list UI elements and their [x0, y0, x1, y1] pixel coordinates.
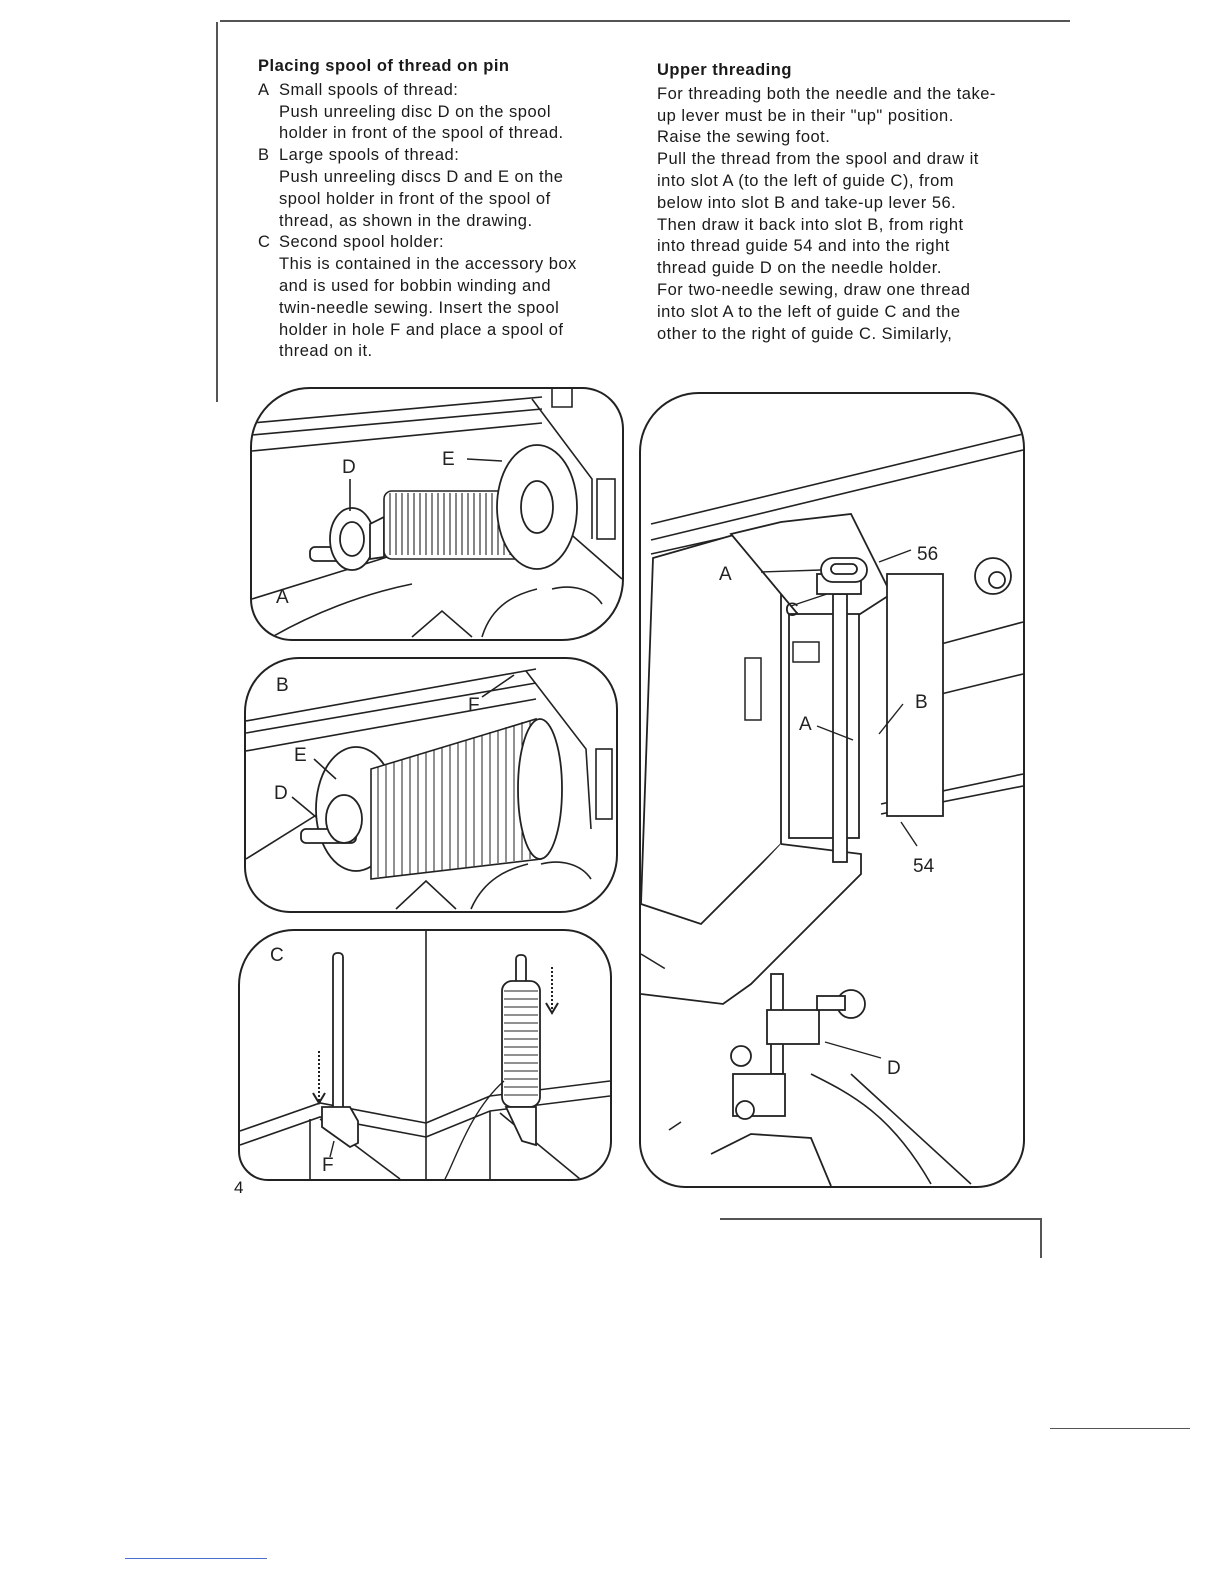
item-title: Large spools of thread:: [279, 146, 460, 165]
figure-b-large-spool: B F E D: [244, 657, 618, 913]
scan-edge-top: [220, 20, 1070, 22]
item-label: C: [258, 233, 271, 252]
para-line: below into slot B and take-up lever 56.: [657, 193, 957, 212]
item-line: This is contained in the accessory box: [279, 255, 577, 274]
spool-on-holder-icon: [501, 954, 541, 1147]
figure-c-drawing: C F: [240, 931, 610, 1179]
figure-a-drawing: D E A: [252, 389, 622, 638]
panel-letter: C: [270, 945, 284, 966]
stitch-length-window-icon: [792, 641, 820, 663]
place-arrow-icon: [545, 967, 559, 1015]
label-56: 56: [917, 544, 938, 565]
panel-letter: A: [276, 587, 289, 608]
label-c: C: [785, 600, 799, 621]
label-f: F: [322, 1155, 334, 1176]
label-e: E: [294, 745, 307, 766]
para-line: thread guide D on the needle holder.: [657, 259, 942, 278]
insert-arrow-icon: [312, 1051, 326, 1105]
label-b: B: [915, 692, 928, 713]
item-line: spool holder in front of the spool of: [279, 189, 551, 208]
label-54: 54: [913, 856, 935, 877]
scan-edge-right: [1040, 1218, 1042, 1258]
item-line: Push unreeling discs D and E on the: [279, 167, 564, 186]
stitch-dial-icon: [744, 657, 762, 721]
item-line: Push unreeling disc D on the spool: [279, 102, 551, 121]
label-a-top: A: [719, 564, 732, 585]
label-e: E: [442, 449, 455, 470]
scan-edge-bottom: [720, 1218, 1040, 1220]
spool-holder-f-icon: [321, 952, 359, 1149]
needle-clamp-icon: [710, 973, 866, 1186]
right-heading: Upper threading: [657, 61, 792, 79]
item-label: A: [258, 80, 270, 99]
para-line: up lever must be in their "up" position.: [657, 106, 954, 125]
take-up-lever-56-icon: [820, 557, 1012, 595]
item-line: thread, as shown in the drawing.: [279, 211, 533, 230]
label-a-mid: A: [799, 714, 812, 735]
label-d: D: [342, 457, 356, 478]
figure-c-second-spool-holder: C F: [238, 929, 612, 1181]
unreeling-disc-e-icon: [496, 444, 578, 570]
threading-drawing: A C 56 A B 54 D: [641, 433, 1023, 1186]
item-line: and is used for bobbin winding and: [279, 276, 552, 295]
para-line: other to the right of guide C. Similarly…: [657, 324, 953, 343]
label-d: D: [274, 783, 288, 804]
scan-edge-left: [216, 22, 218, 402]
spool-pin-icon: [309, 507, 385, 571]
figure-b-drawing: B F E D: [246, 668, 613, 910]
para-line: into slot A (to the left of guide C), fr…: [657, 171, 955, 190]
label-f: F: [468, 695, 480, 716]
item-line: holder in hole F and place a spool of: [279, 320, 564, 339]
item-title: Second spool holder:: [279, 233, 445, 252]
label-d: D: [887, 1058, 901, 1079]
left-heading: Placing spool of thread on pin: [258, 57, 510, 75]
panel-letter: B: [276, 675, 289, 696]
item-b: B Large spools of thread: Push unreeling …: [258, 145, 618, 232]
item-c: C Second spool holder: This is contained …: [258, 232, 618, 363]
item-line: twin-needle sewing. Insert the spool: [279, 298, 560, 317]
page-number: 4: [234, 1178, 244, 1197]
para-line: For two-needle sewing, draw one thread: [657, 280, 971, 299]
para-line: into slot A to the left of guide C and t…: [657, 302, 961, 321]
scan-edge-footer: [125, 1558, 267, 1559]
para-line: Raise the sewing foot.: [657, 128, 831, 147]
item-line: thread on it.: [279, 342, 373, 361]
item-label: B: [258, 146, 270, 165]
para-line: For threading both the needle and the ta…: [657, 84, 996, 103]
item-title: Small spools of thread:: [279, 80, 459, 99]
scan-edge-right-lower: [1050, 1428, 1190, 1429]
machine-head-icon: [641, 513, 944, 1005]
para-line: Pull the thread from the spool and draw …: [657, 150, 979, 169]
large-thread-windings-icon: [370, 717, 542, 880]
para-line: into thread guide 54 and into the right: [657, 237, 950, 256]
item-line: holder in front of the spool of thread.: [279, 124, 564, 143]
item-a: A Small spools of thread: Push unreeling …: [258, 80, 618, 145]
figure-a-small-spool: D E A: [250, 387, 624, 641]
para-line: Then draw it back into slot B, from righ…: [657, 215, 964, 234]
figure-upper-threading: A C 56 A B 54 D: [639, 392, 1025, 1188]
right-text-column: Upper threading For threading both the n…: [657, 60, 1037, 345]
left-text-column: Placing spool of thread on pin A Small sp…: [258, 56, 618, 363]
